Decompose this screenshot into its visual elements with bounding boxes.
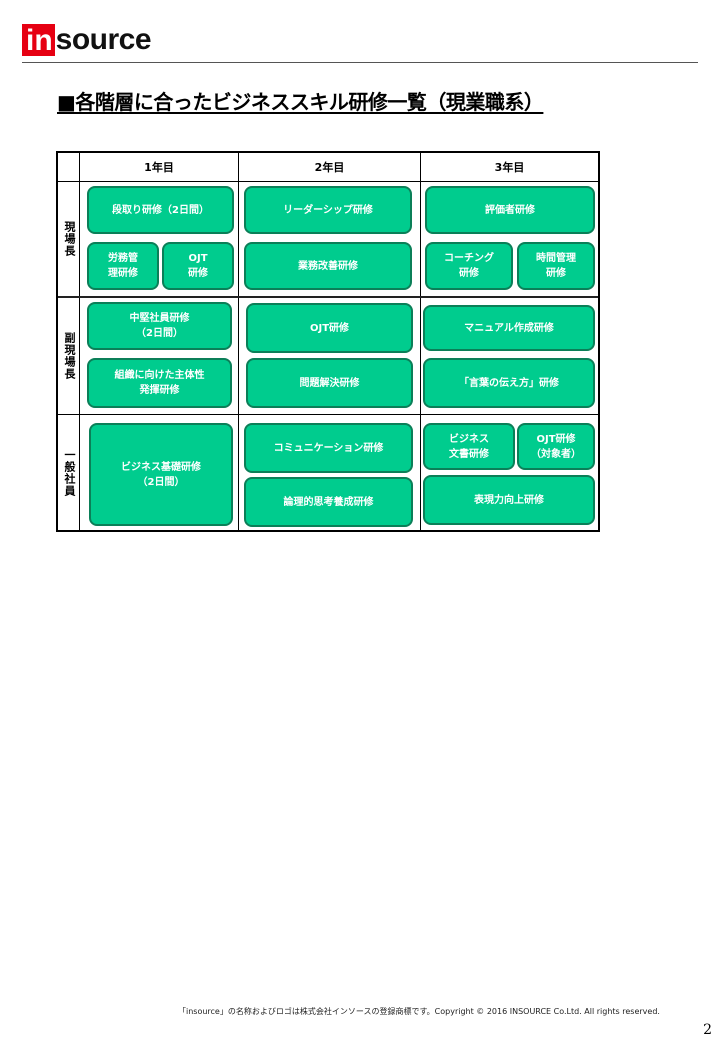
training-grid: 1年目 2年目 3年目 現場長 副現場長 一般社員 段取り研修（2日間） 労務管… [56,151,600,532]
logo-rest-text: source [55,23,152,56]
row-label-fuku-genbacho: 副現場長 [63,332,76,380]
training-box-business-bunsho[interactable]: ビジネス 文書研修 [423,423,515,470]
page-title: ■各階層に合ったビジネススキル研修一覧（現業職系） [57,90,544,114]
header-divider [22,62,698,63]
grid-line [238,153,239,530]
training-box-ojt-2[interactable]: OJT研修 [246,303,413,353]
training-box-kotoba[interactable]: 「言葉の伝え方」研修 [423,358,595,408]
training-box-romu-kanri[interactable]: 労務管 理研修 [87,242,159,290]
insource-logo: in source [22,23,152,57]
row-label-genbacho: 現場長 [63,221,76,257]
grid-line [58,414,598,415]
training-box-jikan-kanri[interactable]: 時間管理 研修 [517,242,595,290]
grid-line [58,296,598,298]
training-box-shutaisei[interactable]: 組織に向けた主体性 発揮研修 [87,358,232,408]
training-box-gyomu-kaizen[interactable]: 業務改善研修 [244,242,412,290]
training-box-leadership[interactable]: リーダーシップ研修 [244,186,412,234]
column-header-year3: 3年目 [494,161,525,174]
column-header-year2: 2年目 [314,161,345,174]
grid-line [420,153,421,530]
training-box-manual[interactable]: マニュアル作成研修 [423,305,595,351]
training-box-mondai-kaiketsu[interactable]: 問題解決研修 [246,358,413,408]
page-number: 2 [703,1022,712,1038]
training-box-business-kiso[interactable]: ビジネス基礎研修 （2日間） [89,423,233,526]
grid-line [58,181,598,182]
row-label-ippan-shain: 一般社員 [63,448,76,497]
training-box-ojt[interactable]: OJT 研修 [162,242,234,290]
grid-line [79,153,80,530]
training-box-hyogenryoku[interactable]: 表現力向上研修 [423,475,595,525]
column-header-year1: 1年目 [144,161,174,174]
training-box-chuken-shain[interactable]: 中堅社員研修 （2日間） [87,302,232,350]
training-box-communication[interactable]: コミュニケーション研修 [244,423,413,473]
training-box-dandori[interactable]: 段取り研修（2日間） [87,186,234,234]
training-box-coaching[interactable]: コーチング 研修 [425,242,513,290]
training-box-ronriteki-shiko[interactable]: 論理的思考養成研修 [244,477,413,527]
training-box-ojt-taishosha[interactable]: OJT研修 （対象者） [517,423,595,470]
training-box-hyokasha[interactable]: 評価者研修 [425,186,595,234]
copyright-footer: 「insource」の名称およびロゴは株式会社インソースの登録商標です。Copy… [178,1007,660,1016]
logo-in-text: in [26,24,53,57]
